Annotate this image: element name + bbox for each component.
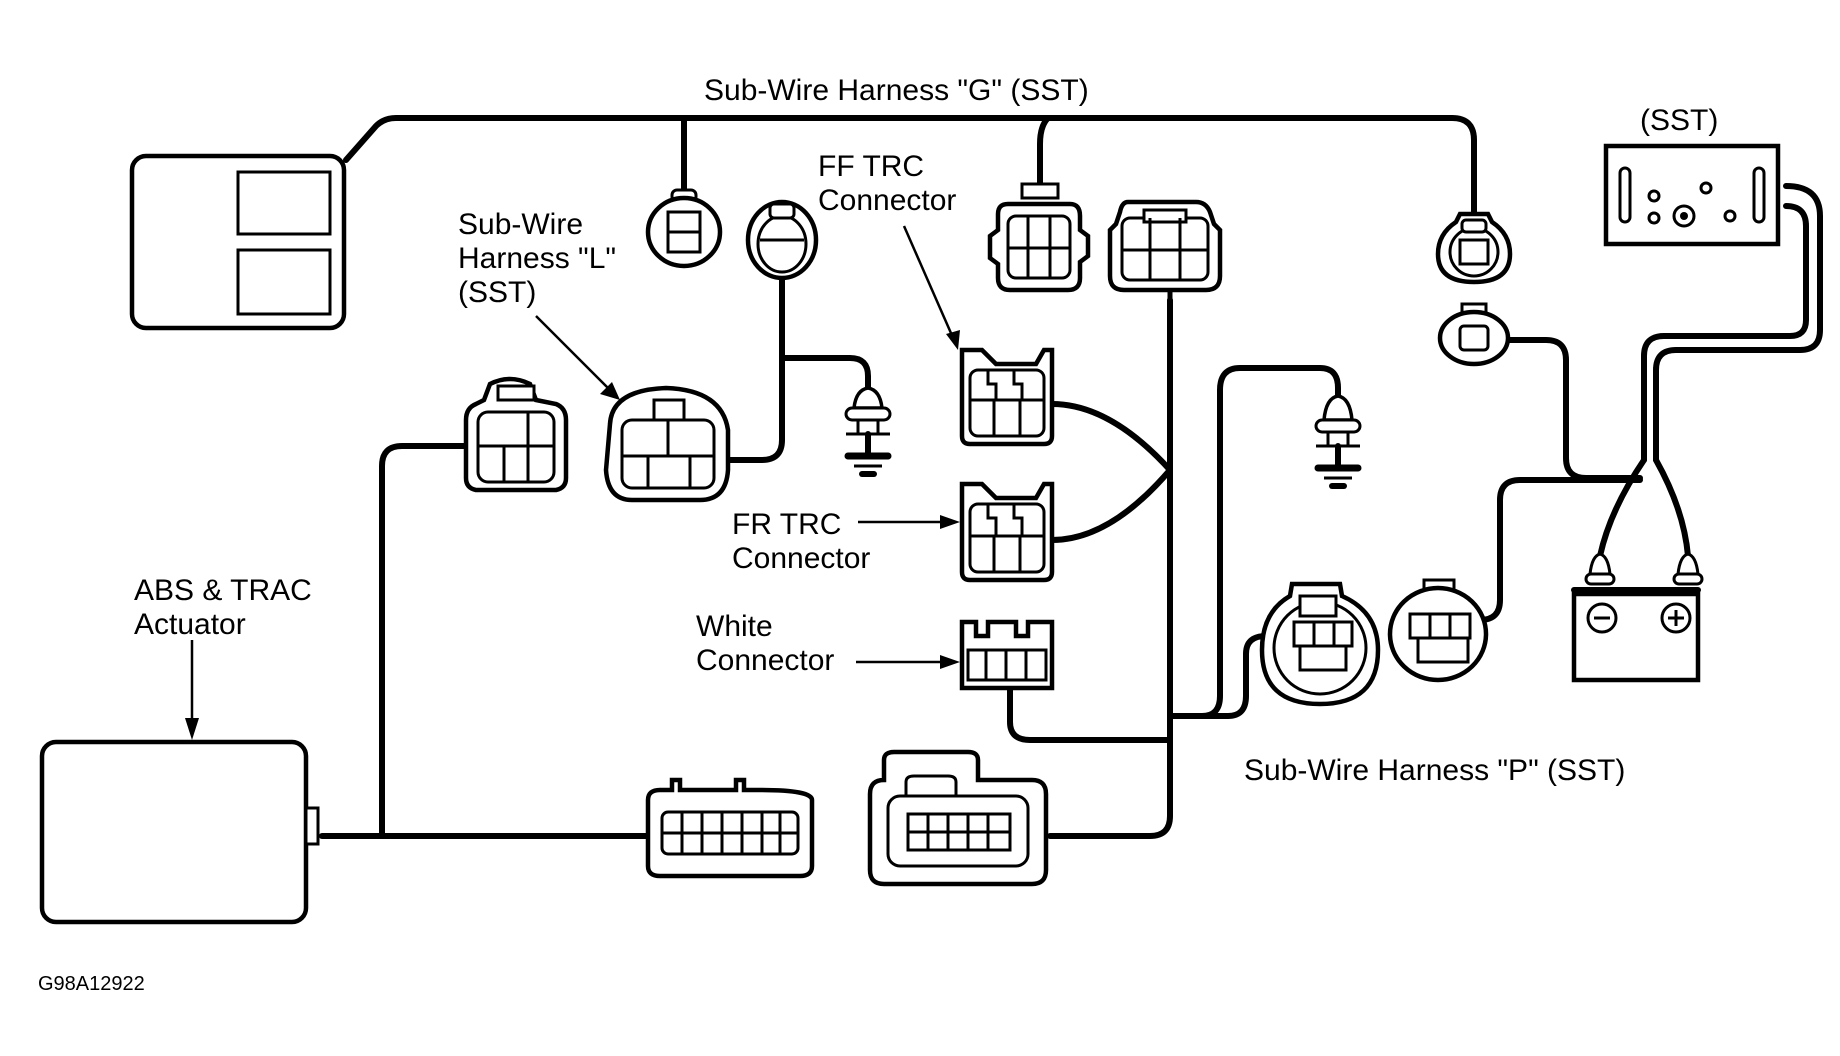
wire-big-connector-to-trunk <box>1047 297 1173 839</box>
harness-l-label-line-2: Harness "L" <box>458 242 616 275</box>
ff-trc-label-line-1: FF TRC <box>818 150 924 183</box>
harness-g-drop-2 <box>1037 115 1051 193</box>
harness-l-label-line-1: Sub-Wire <box>458 208 583 241</box>
left-8pin-connector[interactable] <box>463 376 569 493</box>
battery-negative-clamp[interactable] <box>1584 552 1616 586</box>
battery <box>1571 552 1704 683</box>
ff-trc-arrowhead <box>946 330 960 350</box>
harness-p-wire-1 <box>1167 365 1341 719</box>
white-connector-label-line-1: White <box>696 610 773 643</box>
white-connector-label-line-2: Connector <box>696 644 834 677</box>
harness-g-round-connector-1[interactable] <box>645 188 723 269</box>
actuator-body <box>39 739 309 925</box>
wire-to-left-connector <box>379 443 469 839</box>
ff-trc-leader-line <box>902 225 956 341</box>
harness-g-round-connector-2[interactable] <box>1435 211 1513 285</box>
oval-connector[interactable] <box>745 199 819 281</box>
harness-g-main-wire <box>343 115 1477 221</box>
actuator-arrowhead <box>185 718 199 740</box>
harness-g-label: Sub-Wire Harness "G" (SST) <box>704 74 1089 107</box>
wire-white-connector <box>1007 685 1173 743</box>
text-labels: Sub-Wire Harness "G" (SST) Sub-Wire Harn… <box>38 74 1718 995</box>
harness-l-connector[interactable] <box>603 385 731 503</box>
bottom-10pin-connector[interactable] <box>867 749 1049 887</box>
control-unit-box <box>129 153 347 331</box>
wire-fr-trc <box>1049 467 1173 543</box>
control-unit-slot-lower <box>236 248 332 316</box>
leader-lines <box>185 225 960 740</box>
ff-trc-label-line-2: Connector <box>818 184 956 217</box>
ground-terminal-1 <box>844 386 892 477</box>
harness-p-round-connector-1[interactable] <box>1259 581 1381 707</box>
wire-sst-box-to-battery <box>1641 203 1809 463</box>
wire-small-round-to-battery <box>1505 337 1643 481</box>
actuator-label-line-1: ABS & TRAC <box>134 574 312 607</box>
harness-l-arrowhead <box>600 382 620 400</box>
fr-trc-connector[interactable] <box>959 481 1055 583</box>
sst-box[interactable] <box>1603 143 1781 247</box>
wire-oval-to-l-connector <box>727 269 785 463</box>
abs-trac-actuator[interactable] <box>39 739 320 925</box>
harness-p-wire-3 <box>1477 477 1643 623</box>
fr-trc-arrowhead <box>940 515 960 529</box>
white-connector[interactable] <box>959 619 1055 691</box>
fr-trc-label-line-2: Connector <box>732 542 870 575</box>
ff-trc-connector[interactable] <box>959 347 1055 447</box>
wire-battery-positive <box>1653 457 1691 559</box>
wire-sst-box-to-battery-2 <box>1653 183 1823 463</box>
actuator-label-line-2: Actuator <box>134 608 246 641</box>
control-unit-slot-upper <box>236 170 332 236</box>
wire-ff-trc <box>1049 401 1173 473</box>
white-connector-arrowhead <box>940 655 960 669</box>
small-round-connector[interactable] <box>1437 302 1511 367</box>
ground-terminal-2 <box>1314 394 1362 489</box>
fr-trc-label-line-1: FR TRC <box>732 508 841 541</box>
harness-p-round-connector-2[interactable] <box>1387 578 1489 683</box>
harness-l-leader-line <box>535 315 613 393</box>
actuator-port <box>304 806 320 846</box>
harness-g-6pin-connector[interactable] <box>987 182 1091 293</box>
harness-p-label: Sub-Wire Harness "P" (SST) <box>1244 754 1625 787</box>
large-6pin-connector[interactable] <box>1107 199 1223 293</box>
bottom-14pin-connector[interactable] <box>645 777 815 879</box>
harness-p-wire-2 <box>1167 633 1285 719</box>
figure-code: G98A12922 <box>38 973 145 995</box>
harness-l-label-line-3: (SST) <box>458 276 536 309</box>
wire-to-ground-1 <box>779 355 871 395</box>
battery-positive-clamp[interactable] <box>1672 552 1704 586</box>
sst-box-label: (SST) <box>1640 104 1718 137</box>
wire-battery-negative <box>1597 457 1647 559</box>
wires <box>319 115 1823 839</box>
